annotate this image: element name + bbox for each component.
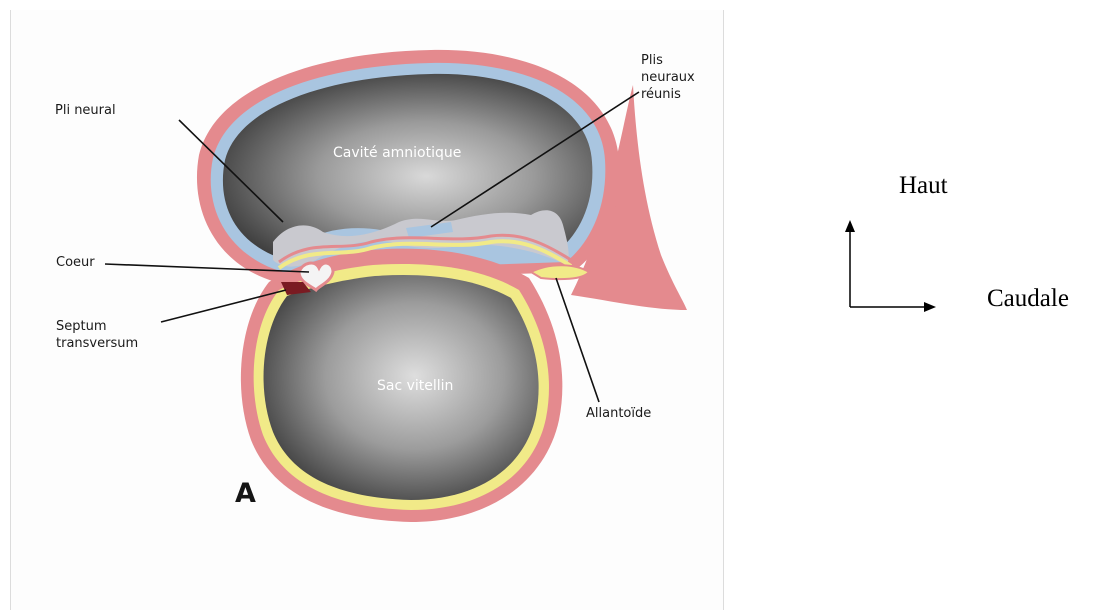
label-pli-neural: Pli neural [55, 102, 116, 119]
label-sac-vitellin: Sac vitellin [377, 378, 453, 395]
up-arrow-head [845, 220, 855, 232]
embryo-diagram: Pli neural Plis neuraux réunis Cavité am… [10, 10, 724, 610]
label-caudale: Caudale [987, 285, 1069, 313]
label-allantoide: Allantoïde [586, 405, 651, 422]
orientation-arrows [840, 210, 960, 360]
right-arrow-head [924, 302, 936, 312]
panel-letter: A [235, 478, 256, 509]
orientation-indicator: Haut Caudale [840, 170, 1110, 330]
label-plis-neuraux-reunis: Plis neuraux réunis [641, 52, 731, 103]
label-haut: Haut [899, 172, 948, 200]
label-cavite-amniotique: Cavité amniotique [333, 145, 461, 162]
label-septum-transversum: Septum transversum [56, 318, 138, 352]
label-coeur: Coeur [56, 254, 95, 271]
embryo-illustration [11, 10, 723, 610]
